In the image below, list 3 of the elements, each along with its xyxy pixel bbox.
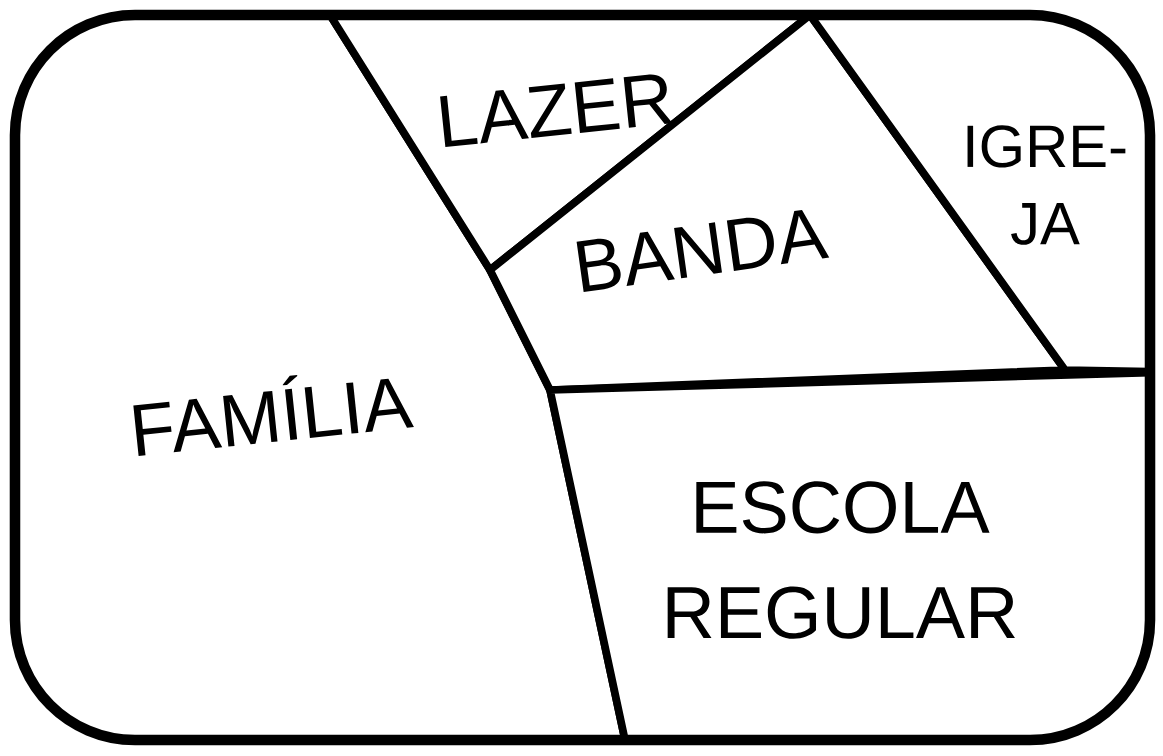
node-label: BANDA: [576, 210, 830, 293]
node-label: ESCOLA REGULAR: [667, 481, 1015, 639]
node-label: FAMÍLIA: [133, 374, 414, 457]
